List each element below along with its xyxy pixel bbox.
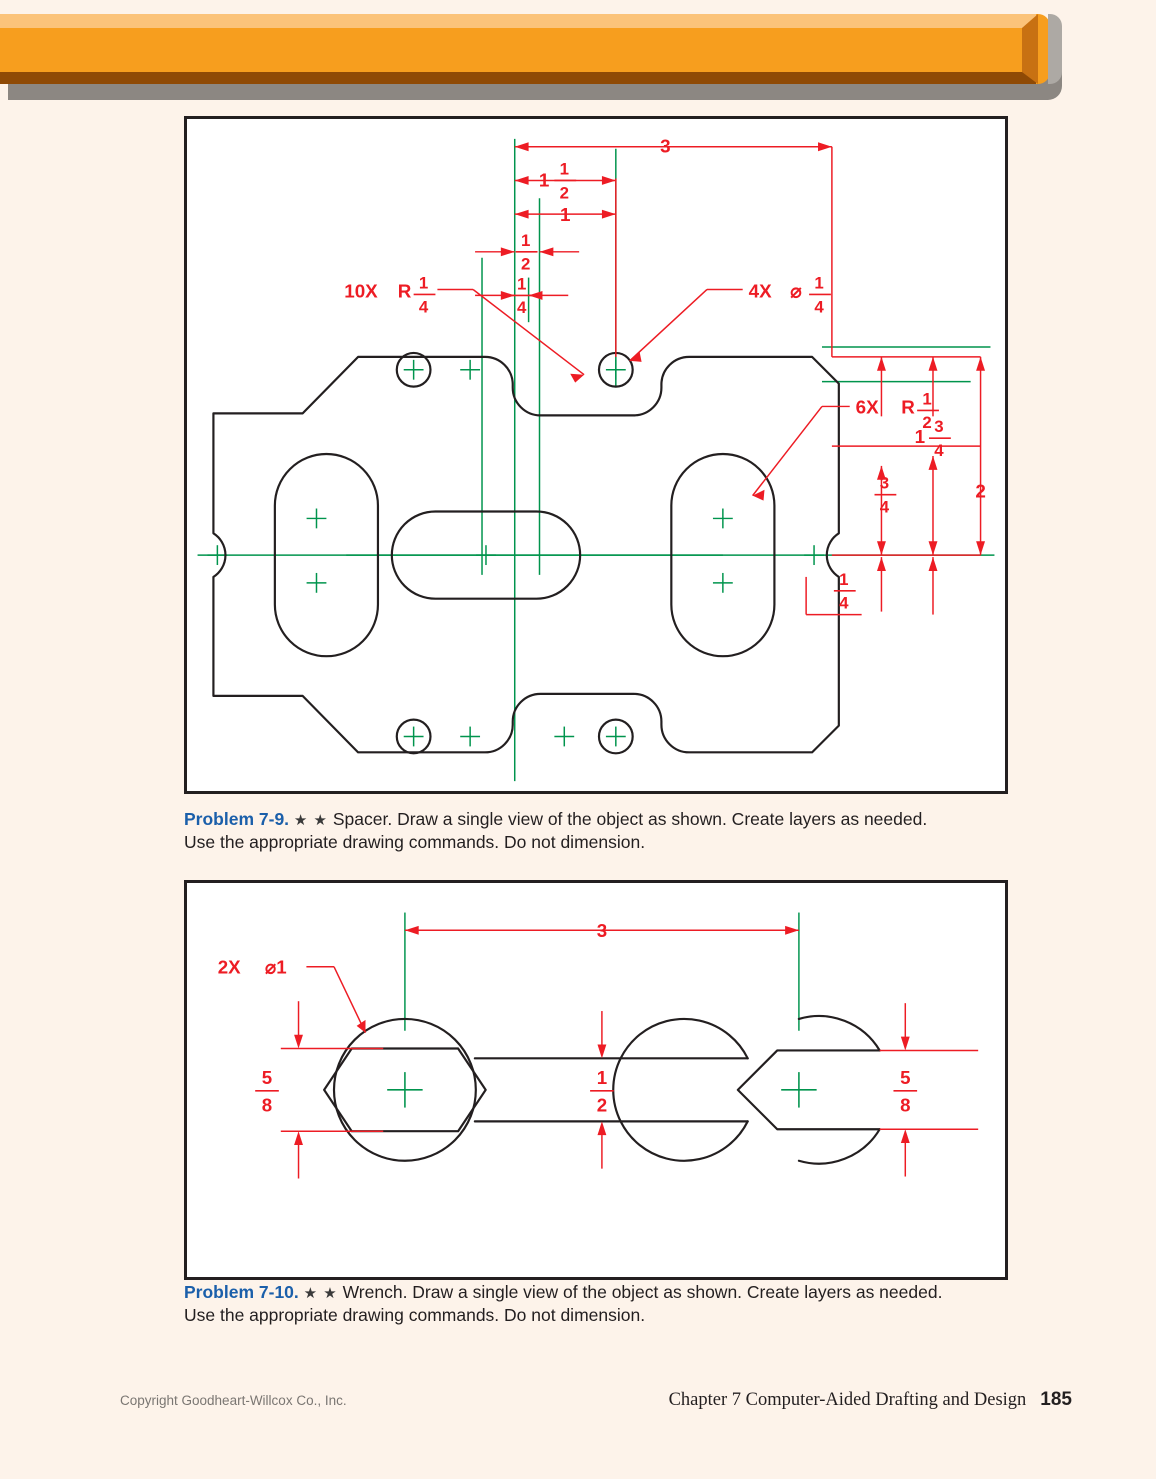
svg-text:4: 4 <box>517 298 527 317</box>
dimensions-wrench <box>280 925 979 1179</box>
banner-highlight <box>0 14 1036 28</box>
hole-note-4x: 4X ⌀ 1 4 <box>749 273 831 316</box>
dim-1-3-4: 1 3 4 <box>915 417 951 460</box>
caption-problem-7-10: Problem 7-10. ★ ★ Wrench. Draw a single … <box>184 1281 996 1328</box>
svg-text:2X: 2X <box>218 957 241 978</box>
footer-chapter-title: Chapter 7 Computer-Aided Drafting and De… <box>668 1390 1027 1410</box>
caption-line-2: Use the appropriate drawing commands. Do… <box>184 832 646 853</box>
difficulty-stars: ★ ★ <box>303 1285 338 1302</box>
hole-note-2x: 2X ⌀1 <box>218 957 287 978</box>
svg-text:8: 8 <box>262 1095 272 1116</box>
svg-text:1: 1 <box>814 273 823 292</box>
dimension-labels-wrench: 3 2X ⌀1 5 8 1 2 5 8 <box>218 920 918 1116</box>
dim-1-2: 1 2 <box>515 231 538 274</box>
dim-1-2-handle: 1 2 <box>590 1067 614 1116</box>
dim-overall-height: 2 <box>975 481 985 502</box>
svg-text:1: 1 <box>597 1067 607 1088</box>
radius-note-10x: 10X R 1 4 <box>344 273 436 316</box>
svg-text:6X: 6X <box>856 396 879 417</box>
svg-text:1: 1 <box>419 273 428 292</box>
svg-text:2: 2 <box>597 1095 607 1116</box>
svg-text:4: 4 <box>934 441 944 460</box>
problem-label: Problem 7-10. <box>184 1282 299 1302</box>
svg-text:10X: 10X <box>344 280 378 301</box>
dim-1: 1 <box>560 204 570 225</box>
svg-text:⌀1: ⌀1 <box>265 957 287 978</box>
svg-text:1: 1 <box>922 389 931 408</box>
svg-text:2: 2 <box>521 255 530 274</box>
problem-label: Problem 7-9. <box>184 809 290 829</box>
caption-line-2: Use the appropriate drawing commands. Do… <box>184 1305 646 1326</box>
dim-5-8-right: 5 8 <box>893 1067 918 1116</box>
caption-problem-7-9: Problem 7-9. ★ ★ Spacer. Draw a single v… <box>184 808 996 855</box>
svg-text:5: 5 <box>900 1067 910 1088</box>
svg-text:4: 4 <box>839 594 849 613</box>
centerlines-wrench <box>387 912 817 1108</box>
footer-chapter-block: Chapter 7 Computer-Aided Drafting and De… <box>669 1389 1072 1411</box>
svg-text:1: 1 <box>521 231 530 250</box>
figure-wrench-frame: 3 2X ⌀1 5 8 1 2 5 8 <box>184 880 1008 1280</box>
spacer-outline <box>212 351 840 755</box>
svg-text:8: 8 <box>900 1095 910 1116</box>
footer-copyright: Copyright Goodheart-Willcox Co., Inc. <box>120 1393 347 1408</box>
figure-spacer-frame: 3 1 1 2 1 1 2 1 4 10X R 1 4 <box>184 116 1008 794</box>
dim-3-4: 3 4 <box>874 474 897 516</box>
dim-1-4-right: 1 4 <box>833 570 856 613</box>
dimensions-spacer <box>437 142 986 616</box>
page-number: 185 <box>1040 1389 1072 1410</box>
svg-text:2: 2 <box>560 183 569 202</box>
dim-overall-width: 3 <box>660 136 670 157</box>
svg-text:R: R <box>398 280 412 301</box>
banner-edge-cap <box>1048 14 1062 84</box>
banner-bevel-right <box>1022 14 1038 84</box>
svg-text:1: 1 <box>839 570 848 589</box>
difficulty-stars: ★ ★ <box>293 812 328 829</box>
dim-1-4-top: 1 4 <box>511 274 534 317</box>
dim-overall-length: 3 <box>597 920 607 941</box>
caption-line-1: Spacer. Draw a single view of the object… <box>332 809 928 829</box>
svg-text:⌀: ⌀ <box>790 280 802 301</box>
svg-text:R: R <box>901 396 915 417</box>
svg-text:1: 1 <box>560 160 569 179</box>
radius-note-6x: 6X R 1 2 <box>856 389 939 432</box>
svg-text:1: 1 <box>517 274 526 293</box>
svg-text:4: 4 <box>880 497 890 516</box>
svg-text:1: 1 <box>915 426 925 447</box>
dim-1-1-2: 1 1 2 <box>539 160 577 202</box>
svg-text:3: 3 <box>934 417 943 436</box>
svg-text:1: 1 <box>539 169 549 190</box>
svg-text:2: 2 <box>922 413 931 432</box>
dim-5-8-left: 5 8 <box>255 1067 279 1116</box>
centerlines-spacer <box>197 138 995 782</box>
page-header-banner <box>0 14 1062 100</box>
svg-text:3: 3 <box>880 474 889 493</box>
wrench-outline <box>323 1014 881 1165</box>
banner-bar <box>0 14 1050 84</box>
banner-lowlight <box>0 72 1036 84</box>
svg-text:4: 4 <box>419 297 429 316</box>
dimension-labels-spacer: 3 1 1 2 1 1 2 1 4 10X R 1 4 <box>344 136 986 613</box>
svg-text:4X: 4X <box>749 280 772 301</box>
svg-text:4: 4 <box>814 297 824 316</box>
svg-text:5: 5 <box>262 1067 272 1088</box>
caption-line-1: Wrench. Draw a single view of the object… <box>342 1282 943 1302</box>
